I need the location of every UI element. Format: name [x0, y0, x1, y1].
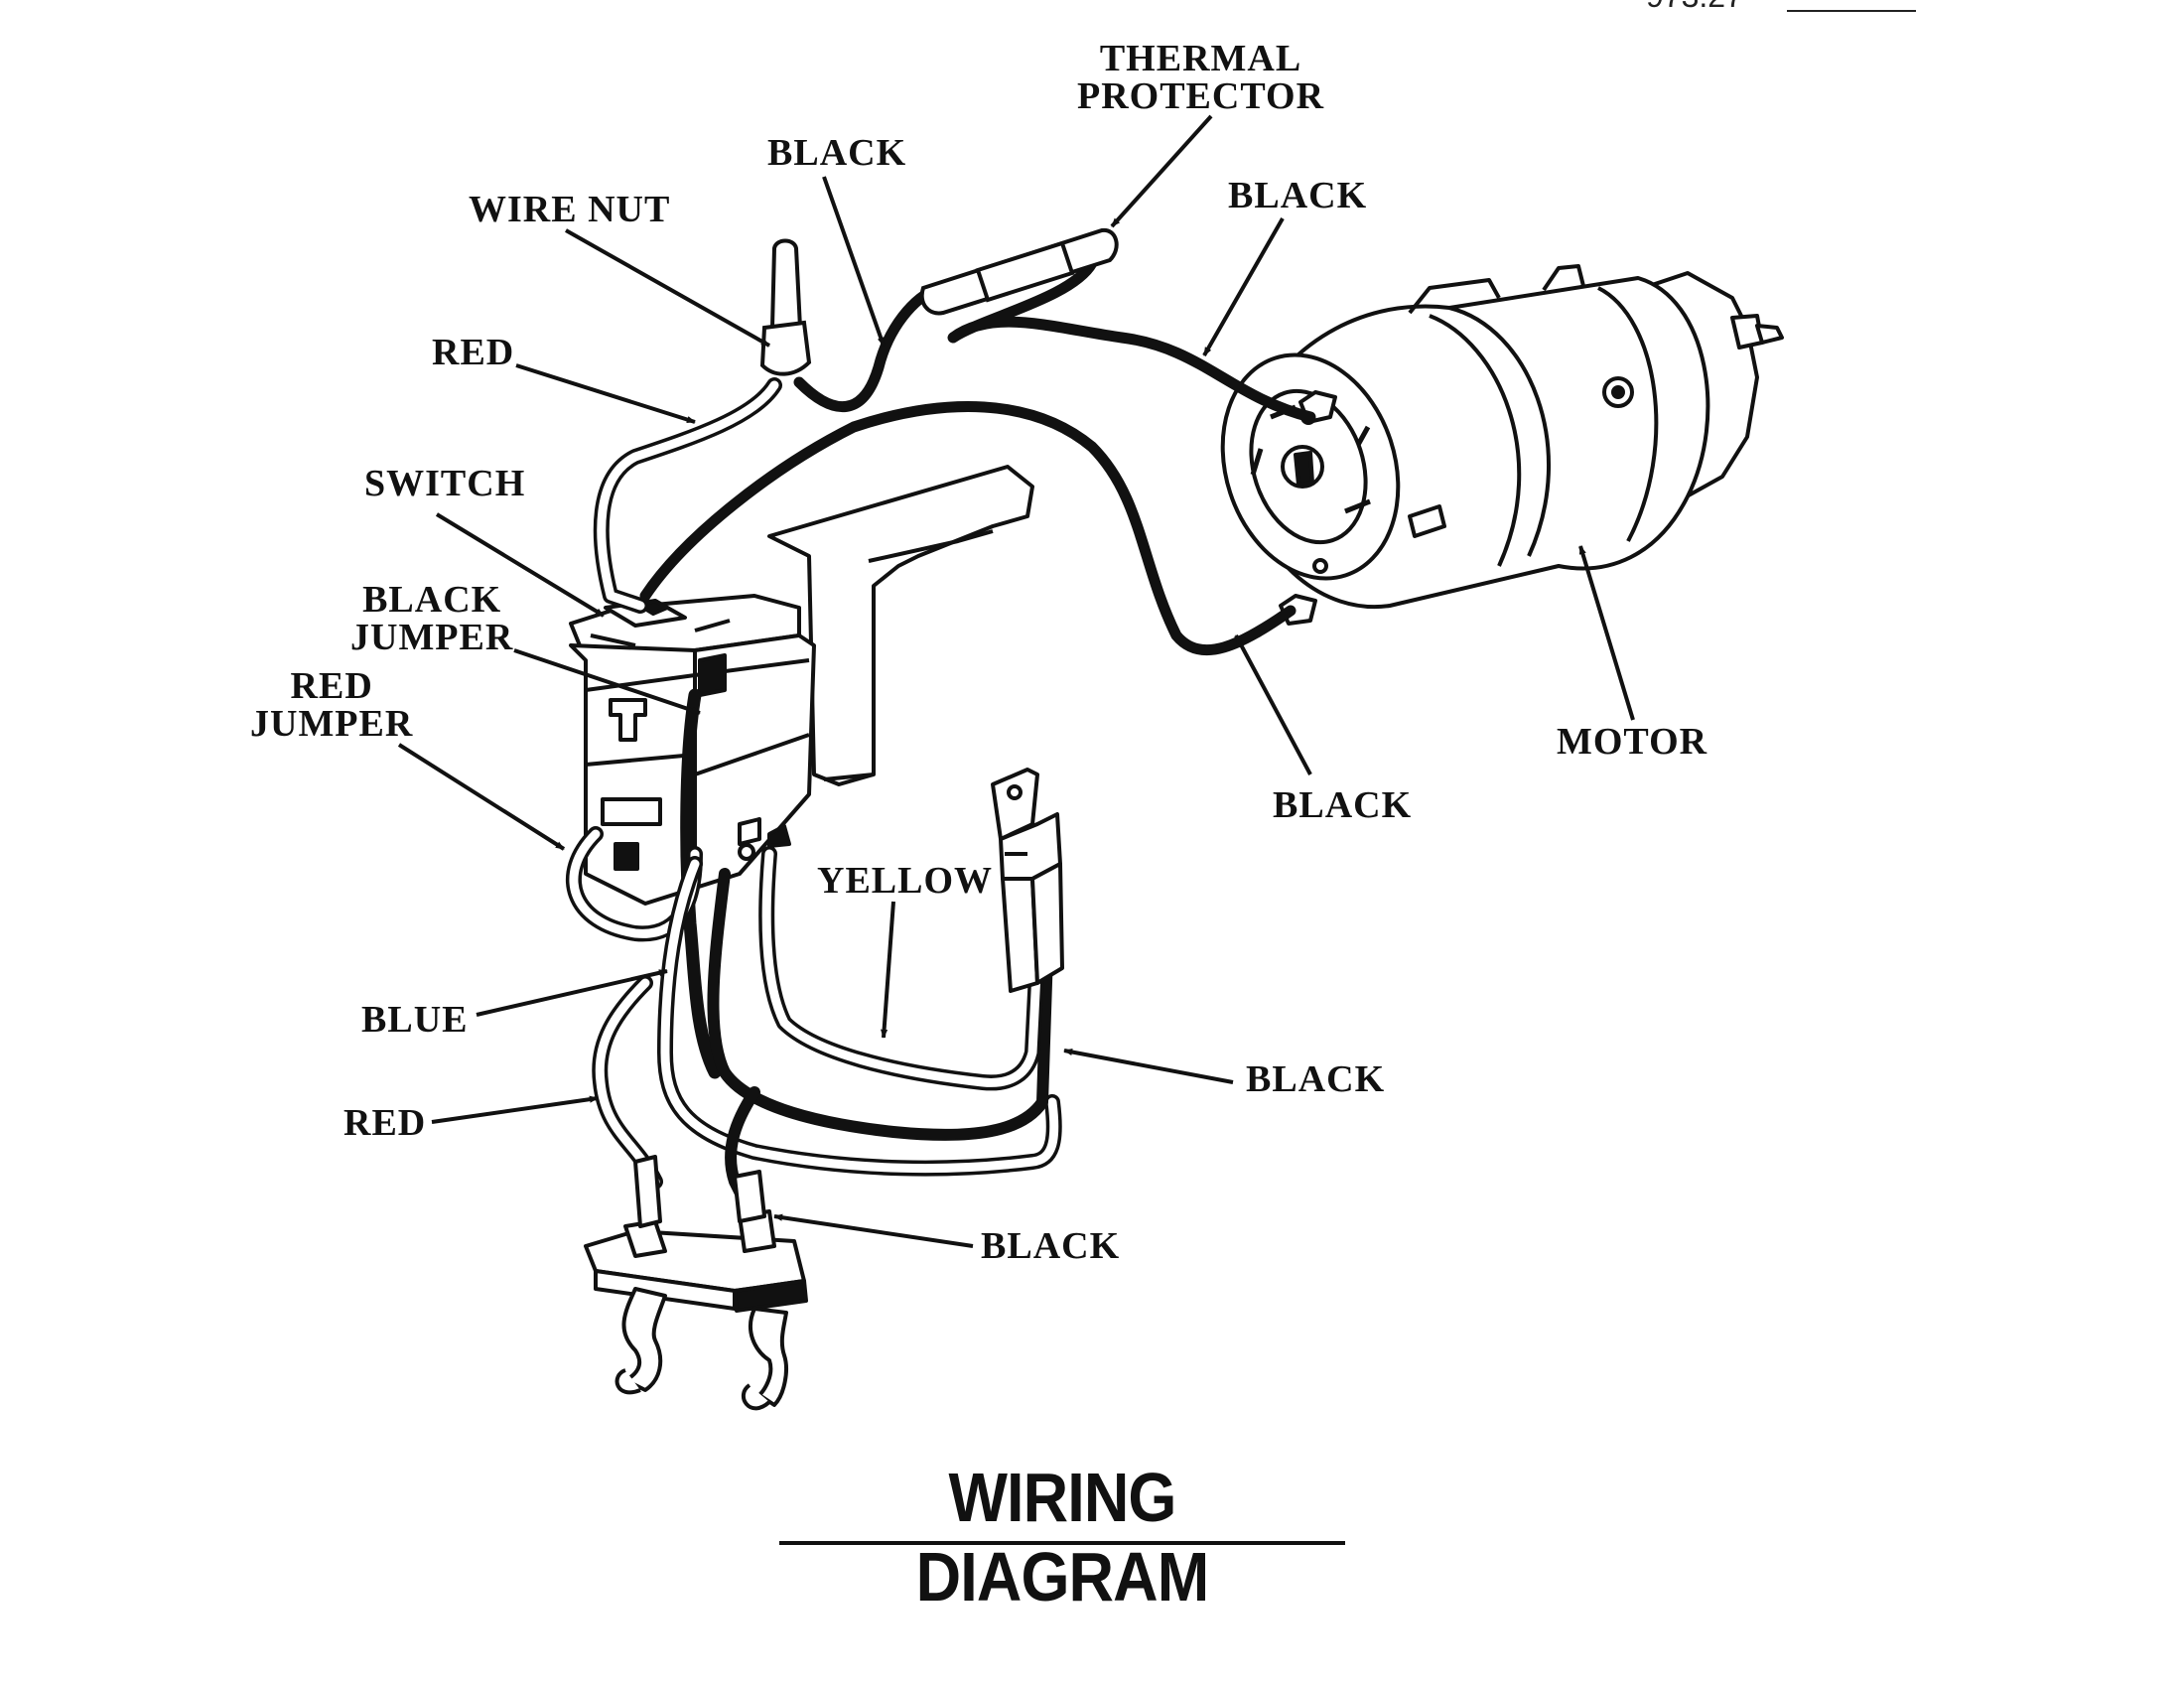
label-black-right: BLACK: [1246, 1058, 1386, 1100]
wires: [565, 257, 1316, 1207]
label-black-terminal: BLACK: [981, 1225, 1121, 1267]
label-thermal-protector: THERMAL PROTECTOR: [1077, 38, 1325, 117]
connector-plug: [991, 768, 1064, 993]
diagram-title: WIRING DIAGRAM: [915, 1459, 1210, 1615]
label-switch: SWITCH: [364, 463, 526, 504]
motor-body: [1220, 264, 1784, 626]
thermal-protector: [919, 227, 1119, 316]
label-wire-nut: WIRE NUT: [469, 189, 671, 230]
label-red-bottom: RED: [343, 1102, 427, 1144]
label-red-top: RED: [432, 332, 515, 373]
label-yellow: YELLOW: [817, 860, 994, 902]
title-underline: [779, 1541, 1345, 1545]
label-red-jumper: RED JUMPER: [250, 665, 414, 745]
corner-stamp: 973.27: [1646, 0, 1743, 15]
leader-lines: [397, 114, 1635, 1248]
switch-body: [569, 465, 1034, 906]
terminal-block: [584, 1155, 808, 1411]
wire-nut: [759, 238, 812, 376]
corner-stamp-rule: [1787, 10, 1916, 12]
label-black-top: BLACK: [767, 132, 907, 174]
label-black-motor-feed: BLACK: [1228, 175, 1368, 216]
label-black-jumper: BLACK JUMPER: [350, 579, 514, 658]
label-blue: BLUE: [361, 999, 469, 1041]
label-black-motor: BLACK: [1273, 784, 1413, 826]
label-motor: MOTOR: [1557, 721, 1708, 763]
